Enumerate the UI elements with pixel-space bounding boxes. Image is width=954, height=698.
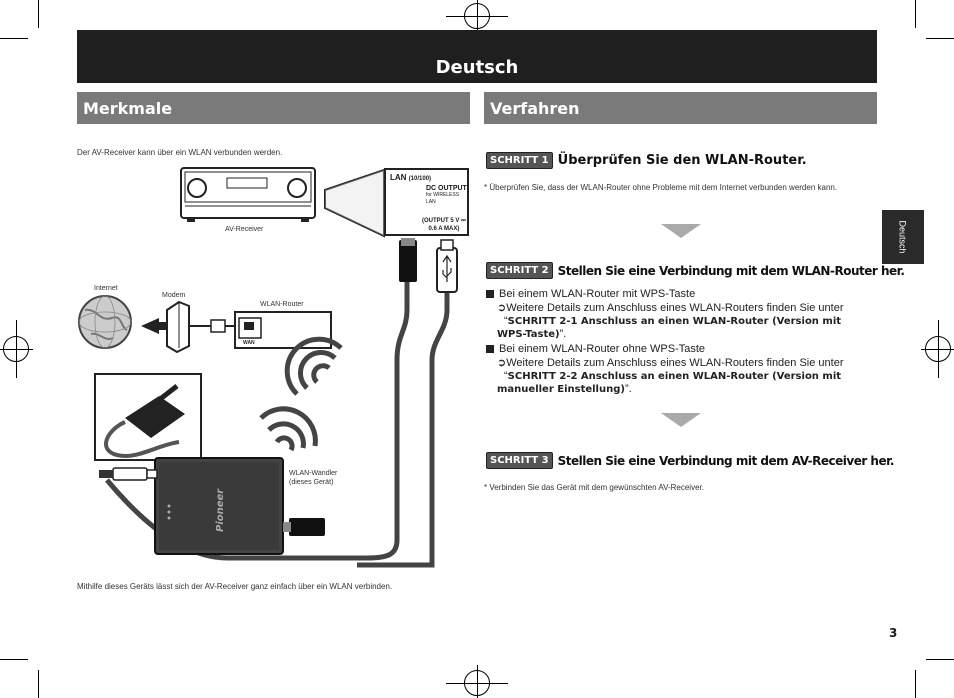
step-arrow-1	[661, 224, 701, 238]
lan-label: LAN	[390, 173, 407, 182]
internet-label: Internet	[94, 285, 118, 292]
step-3-title: Stellen Sie eine Verbindung mit dem AV-R…	[557, 453, 895, 468]
bullet-square-icon	[486, 345, 494, 353]
step-1-title: Überprüfen Sie den WLAN-Router.	[557, 153, 807, 168]
wan-label: WAN	[243, 340, 255, 346]
bullet-square-icon	[486, 290, 494, 298]
features-footer: Mithilfe dieses Geräts lässt sich der AV…	[77, 582, 393, 591]
modem-label: Modem	[162, 292, 186, 299]
option-without-wps-ref: ➲Weitere Details zum Anschluss eines WLA…	[497, 357, 844, 395]
option-with-wps-label: Bei einem WLAN-Router mit WPS-Taste	[499, 288, 696, 300]
option-with-wps-text: Weitere Details zum Anschluss eines WLAN…	[506, 302, 844, 314]
language-side-tab: Deutsch	[882, 210, 924, 264]
wlan-converter-illustration	[154, 457, 284, 555]
brand-logo: Pioneer	[215, 488, 226, 532]
step-arrow-2	[661, 413, 701, 427]
arrow-right-icon: ➲	[497, 302, 507, 314]
option-with-wps-ref: ➲Weitere Details zum Anschluss eines WLA…	[497, 302, 844, 340]
option-without-wps-text: Weitere Details zum Anschluss eines WLAN…	[506, 357, 844, 369]
features-heading: Merkmale	[83, 98, 173, 118]
wifi-waves-converter	[259, 406, 318, 452]
wlan-router-illustration	[234, 311, 332, 349]
language-banner: Deutsch	[77, 30, 877, 83]
procedure-heading: Verfahren	[490, 98, 580, 118]
step-3-note: * Verbinden Sie das Gerät mit dem gewüns…	[484, 483, 704, 492]
step-1-badge: SCHRITT 1	[486, 152, 553, 169]
option-without-wps-label: Bei einem WLAN-Router ohne WPS-Taste	[499, 343, 706, 355]
av-receiver-illustration	[180, 167, 316, 222]
dc-output-sub-label: for WIRELESS LAN	[426, 192, 460, 205]
step-1-note: * Überprüfen Sie, dass der WLAN-Router o…	[484, 183, 838, 192]
dc-output-label: DC OUTPUT	[426, 185, 467, 192]
internet-globe-illustration	[78, 295, 132, 349]
section-header-procedure: Verfahren	[484, 92, 877, 124]
step-3-header: SCHRITT 3 Stellen Sie eine Verbindung mi…	[486, 452, 894, 469]
option-without-wps: Bei einem WLAN-Router ohne WPS-Taste	[486, 343, 705, 355]
language-title: Deutsch	[435, 57, 519, 78]
step-1-header: SCHRITT 1 Überprüfen Sie den WLAN-Router…	[486, 152, 807, 169]
inset-photo	[94, 373, 202, 461]
option-without-wps-link[interactable]: SCHRITT 2-2 Anschluss an einen WLAN-Rout…	[497, 371, 842, 395]
lan-sub-label: (10/100)	[408, 176, 432, 182]
wlan-converter-label: WLAN-Wandler(dieses Gerät)	[289, 470, 338, 486]
wifi-waves-router	[284, 336, 343, 396]
arrow-right-icon: ➲	[497, 357, 507, 369]
section-header-features: Merkmale	[77, 92, 470, 124]
features-intro: Der AV-Receiver kann über ein WLAN verbu…	[77, 148, 283, 157]
step-2-badge: SCHRITT 2	[486, 262, 553, 279]
av-receiver-label: AV-Receiver	[225, 226, 264, 233]
step-2-header: SCHRITT 2 Stellen Sie eine Verbindung mi…	[486, 262, 905, 279]
step-3-badge: SCHRITT 3	[486, 452, 553, 469]
step-2-title: Stellen Sie eine Verbindung mit dem WLAN…	[557, 263, 905, 278]
output-spec-line2: 0.6 A MAX)	[428, 226, 460, 232]
output-spec-line1: (OUTPUT 5 V ⎓	[422, 218, 466, 224]
option-with-wps: Bei einem WLAN-Router mit WPS-Taste	[486, 288, 695, 300]
option-with-wps-link[interactable]: SCHRITT 2-1 Anschluss an einen WLAN-Rout…	[497, 316, 842, 340]
modem-illustration	[166, 300, 190, 354]
side-tab-label: Deutsch	[898, 220, 908, 254]
page-number: 3	[889, 626, 898, 640]
wlan-router-label: WLAN-Router	[260, 301, 304, 308]
connection-diagram: WAN Pioneer	[78, 167, 458, 568]
